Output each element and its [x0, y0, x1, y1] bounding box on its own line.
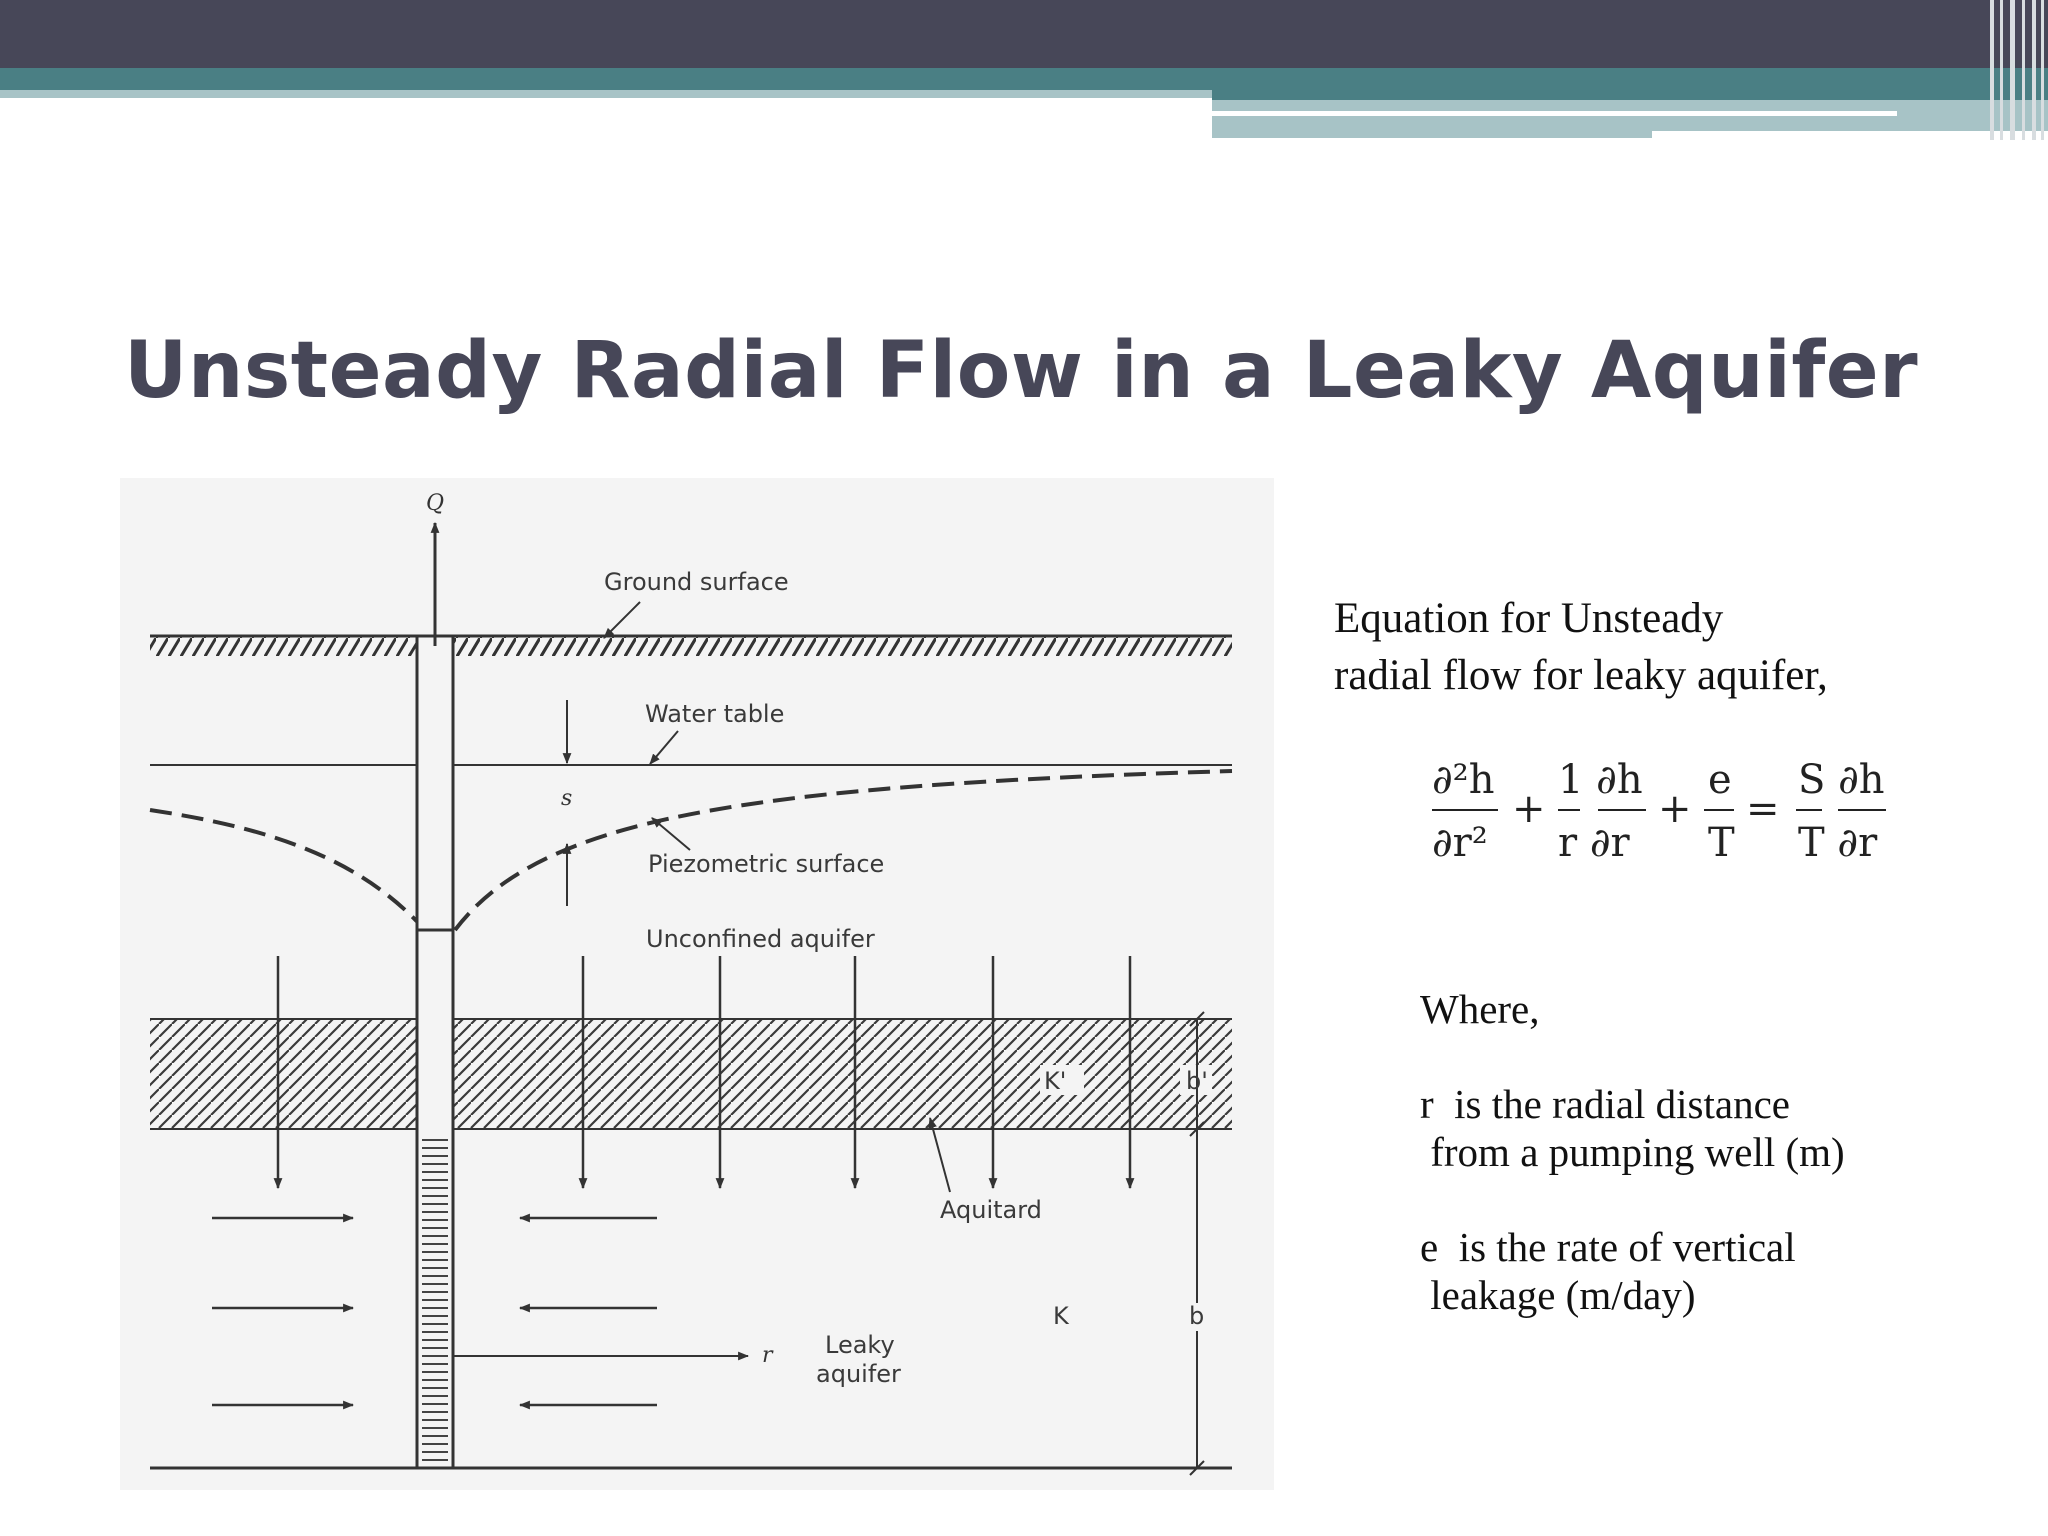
rhs-denominator: T ∂r	[1798, 820, 1878, 866]
s-label: s	[561, 786, 572, 811]
water-table-label: Water table	[645, 700, 784, 728]
header-teal-bar-right	[1212, 68, 2048, 100]
plus-1: +	[1512, 786, 1546, 832]
k-label: K	[1053, 1302, 1070, 1330]
term2-numerator: 1 ∂h	[1558, 757, 1643, 803]
piezometric-surface-left	[149, 808, 427, 932]
header-teal-bar	[0, 68, 1212, 90]
plus-2: +	[1658, 786, 1692, 832]
piezometric-surface-label: Piezometric surface	[648, 850, 884, 878]
r-definition-line-2: from a pumping well (m)	[1420, 1129, 1845, 1175]
slide-title: Unsteady Radial Flow in a Leaky Aquifer	[124, 326, 1919, 416]
equation-intro: Equation for Unsteady radial flow for le…	[1334, 590, 1828, 704]
unconfined-aquifer-label: Unconfined aquifer	[646, 925, 875, 953]
header-white-line	[1212, 111, 1897, 116]
term1-denominator: ∂r²	[1432, 820, 1488, 866]
piezometric-surface-right	[453, 769, 1233, 932]
water-table-pointer	[649, 730, 679, 765]
b-label: b	[1189, 1302, 1204, 1330]
header-decoration	[0, 0, 2048, 140]
term2-denominator: r ∂r	[1558, 820, 1631, 866]
header-right-stripes	[1990, 0, 2044, 140]
rhs-numerator: S ∂h	[1798, 757, 1885, 803]
well-casing	[415, 634, 455, 1470]
aquitard-label: Aquitard	[940, 1196, 1042, 1224]
e-definition-line-1: e is the rate of vertical	[1420, 1224, 1796, 1270]
header-white-step	[1652, 131, 2048, 140]
k-prime-label-bg	[1040, 1065, 1084, 1095]
ground-surface-pointer	[603, 601, 641, 639]
k-prime-label: K'	[1044, 1067, 1066, 1095]
r-definition-line-1: r is the radial distance	[1420, 1081, 1791, 1127]
aquitard-pointer	[928, 1116, 951, 1193]
well-screen	[422, 1139, 448, 1461]
term3-numerator: e	[1708, 757, 1732, 803]
b-tick-bottom	[1189, 1460, 1205, 1476]
ground-surface-hatch-right	[450, 636, 1232, 656]
equals-sign: =	[1746, 786, 1780, 832]
leaky-aquifer-equation: ∂²h ∂r² + 1 ∂h r ∂r + e T = S ∂h T ∂r	[1432, 757, 1886, 866]
diagram-background	[120, 478, 1274, 1490]
piezometric-pointer	[651, 817, 691, 851]
ground-surface-label: Ground surface	[604, 568, 789, 596]
e-definition-line-2: leakage (m/day)	[1420, 1272, 1696, 1318]
header-light-strip	[0, 90, 1212, 98]
equation-intro-line-2: radial flow for leaky aquifer,	[1334, 652, 1828, 699]
leaky-aquifer-diagram: Q Ground surface Water table Piezometric…	[120, 478, 1274, 1490]
b-label-bg	[1186, 1303, 1210, 1331]
leaky-aquifer-label-2: aquifer	[816, 1360, 901, 1388]
where-label: Where,	[1420, 986, 1540, 1032]
b-prime-label: b'	[1186, 1067, 1208, 1095]
term1-numerator: ∂²h	[1432, 757, 1494, 803]
term3-denominator: T	[1708, 820, 1735, 866]
equation-intro-line-1: Equation for Unsteady	[1334, 595, 1724, 642]
definitions-block: Where, r is the radial distance from a p…	[1420, 985, 1845, 1319]
header-dark-bar	[0, 0, 2048, 68]
b-prime-tick-bottom	[1189, 1121, 1205, 1137]
leaky-aquifer-label-1: Leaky	[825, 1331, 895, 1359]
b-prime-tick-top	[1189, 1011, 1205, 1027]
r-label: r	[762, 1343, 774, 1368]
q-label: Q	[426, 491, 444, 516]
